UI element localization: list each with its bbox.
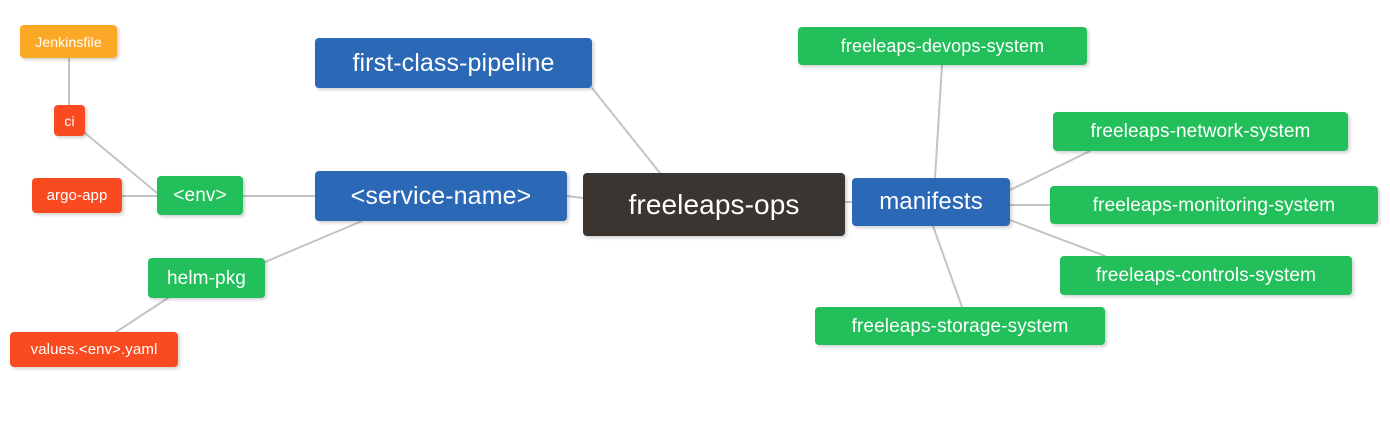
- node-service-name[interactable]: <service-name>: [315, 171, 567, 221]
- edge-helm-pkg-to-values-yaml: [115, 297, 169, 333]
- node-env[interactable]: <env>: [157, 176, 243, 215]
- edge-service-name-to-root: [566, 195, 584, 199]
- edge-service-name-to-helm-pkg: [264, 220, 363, 263]
- node-helm-pkg[interactable]: helm-pkg: [148, 258, 265, 298]
- node-controls[interactable]: freeleaps-controls-system: [1060, 256, 1352, 295]
- node-pipeline[interactable]: first-class-pipeline: [315, 38, 592, 88]
- edge-manifests-to-controls: [1009, 219, 1106, 257]
- node-argo-app[interactable]: argo-app: [32, 178, 122, 213]
- edge-manifests-to-storage: [932, 225, 963, 308]
- node-monitoring[interactable]: freeleaps-monitoring-system: [1050, 186, 1378, 224]
- edge-pipeline-to-root: [591, 87, 661, 174]
- node-root[interactable]: freeleaps-ops: [583, 173, 845, 236]
- node-ci[interactable]: ci: [54, 105, 85, 136]
- edge-manifests-to-devops: [934, 64, 943, 179]
- node-manifests[interactable]: manifests: [852, 178, 1010, 226]
- node-jenkinsfile[interactable]: Jenkinsfile: [20, 25, 117, 58]
- node-storage[interactable]: freeleaps-storage-system: [815, 307, 1105, 345]
- node-devops[interactable]: freeleaps-devops-system: [798, 27, 1087, 65]
- edge-manifests-to-network: [1009, 150, 1091, 191]
- node-values-yaml[interactable]: values.<env>.yaml: [10, 332, 178, 367]
- node-network[interactable]: freeleaps-network-system: [1053, 112, 1348, 151]
